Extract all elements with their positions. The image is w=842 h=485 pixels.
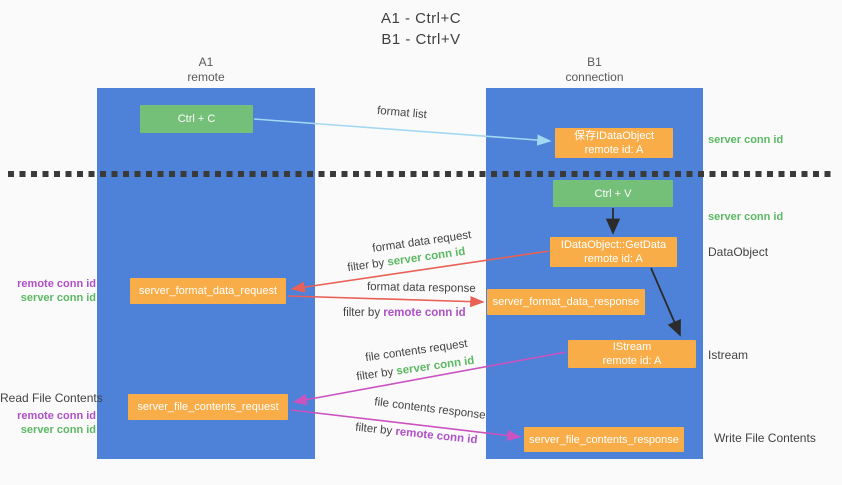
node-getdata-line1: IDataObject::GetData <box>560 239 667 251</box>
lifeline-a1-name: A1 <box>198 55 214 69</box>
node-getdata-line2: remote id: A <box>584 253 643 265</box>
node-server-file-contents-response: server_file_contents_response <box>524 427 684 452</box>
right-label-server-conn-id-1: server conn id <box>708 134 784 146</box>
node-file-response-label: server_file_contents_response <box>529 433 679 446</box>
left-label-server-conn-id-2: server conn id <box>20 424 96 436</box>
arrow-getdata-to-istream <box>650 267 681 337</box>
right-label-istream: Istream <box>708 348 749 362</box>
diagram-title: A1 - Ctrl+C B1 - Ctrl+V <box>0 8 842 50</box>
lifeline-header-b1: B1 connection <box>486 55 703 85</box>
right-label-write-file-contents: Write File Contents <box>714 431 816 445</box>
node-istream-line1: IStream <box>612 341 652 353</box>
filter-key-remote-conn-id: remote conn id <box>383 307 466 319</box>
node-file-request-label: server_file_contents_request <box>137 401 279 413</box>
label-format-data-response: format data response <box>366 281 476 295</box>
node-server-format-data-request: server_format_data_request <box>130 278 286 304</box>
right-label-dataobject: DataObject <box>708 245 769 259</box>
node-ctrl-c-label: Ctrl + C <box>177 113 216 125</box>
left-label-remote-conn-id-1: remote conn id <box>17 278 96 290</box>
arrow-format-list <box>253 118 552 146</box>
node-format-response-label: server_format_data_response <box>492 296 640 308</box>
arrow-format-data-request <box>290 250 550 293</box>
left-label-server-conn-id-1: server conn id <box>20 292 96 304</box>
right-label-server-conn-id-2: server conn id <box>708 211 784 223</box>
left-label-read-file-contents: Read File Contents <box>0 391 103 405</box>
lifeline-a1-role: remote <box>187 70 225 84</box>
lifeline-header-a1: A1 remote <box>97 55 315 85</box>
filter-prefix: filter by <box>343 307 381 319</box>
node-format-request-label: server_format_data_request <box>138 285 278 297</box>
node-istream: IStream remote id: A <box>568 340 696 368</box>
arrow-file-contents-response <box>290 409 522 442</box>
node-save-idataobject-line1: 保存IDataObject <box>573 130 655 142</box>
node-save-idataobject: 保存IDataObject remote id: A <box>555 128 673 158</box>
diagram-title-line1: A1 - Ctrl+C <box>380 10 462 27</box>
node-server-format-data-response: server_format_data_response <box>487 289 645 315</box>
node-ctrl-c: Ctrl + C <box>140 105 253 133</box>
arrow-file-contents-request <box>292 351 567 406</box>
lifeline-b1-role: connection <box>565 70 624 84</box>
node-istream-line2: remote id: A <box>602 355 662 367</box>
phase-separator-dotted-line <box>8 171 834 177</box>
node-server-file-contents-request: server_file_contents_request <box>128 394 288 420</box>
node-ctrl-v: Ctrl + V <box>553 180 673 207</box>
node-ctrl-v-label: Ctrl + V <box>594 187 632 200</box>
arrow-format-data-response <box>287 295 485 308</box>
label-filter-format-response: filter by remote conn id <box>343 307 466 319</box>
left-label-remote-conn-id-2: remote conn id <box>17 410 96 422</box>
node-save-idataobject-line2: remote id: A <box>584 144 644 156</box>
node-idataobject-getdata: IDataObject::GetData remote id: A <box>550 237 677 267</box>
lifeline-b1-name: B1 <box>587 55 602 69</box>
diagram-title-line2: B1 - Ctrl+V <box>381 31 461 48</box>
